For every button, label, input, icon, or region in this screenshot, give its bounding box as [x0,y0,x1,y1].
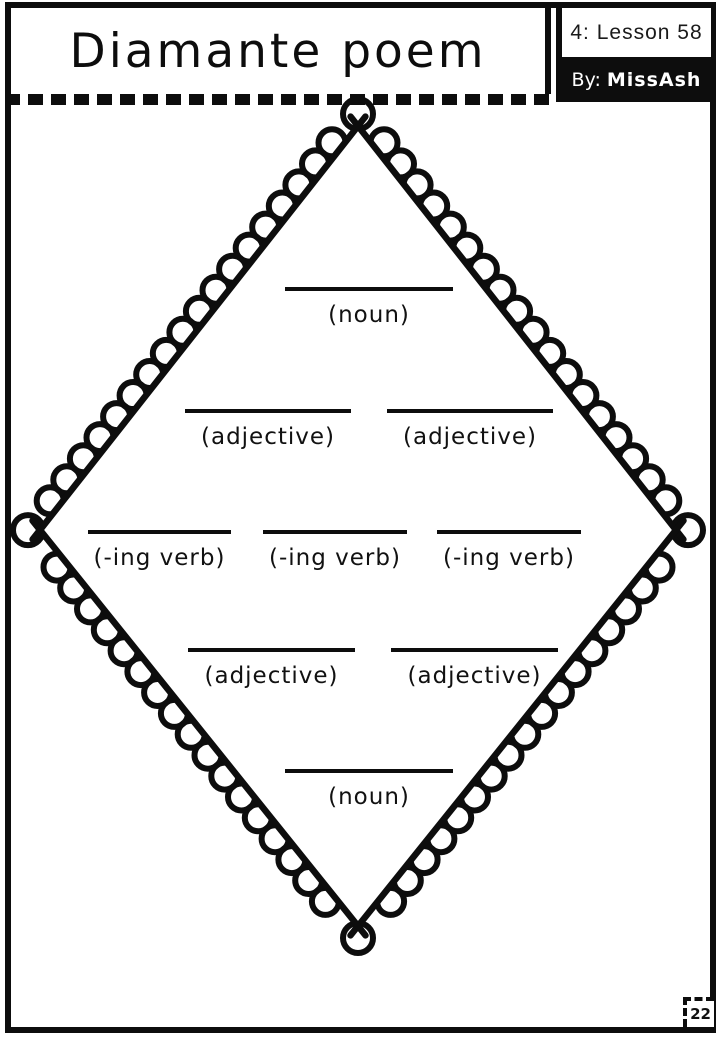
blank-line[interactable] [437,530,581,534]
author-name: MissAsh [606,68,702,91]
blank-line[interactable] [88,530,231,534]
blank-field-ing-verb-1: (-ing verb) [88,530,231,571]
blank-line[interactable] [285,287,453,291]
field-label: (adjective) [407,663,542,689]
lesson-badge: 4: Lesson 58 [562,8,711,57]
field-label: (adjective) [403,424,537,450]
page-number: 22 [690,1005,711,1023]
byline: By: MissAsh [562,57,711,102]
blank-field-noun-bottom: (noun) [285,769,453,810]
page-title: Diamante poem [69,23,487,79]
page-number-box: 22 [683,997,714,1027]
blank-field-noun-top: (noun) [285,287,453,328]
field-label: (-ing verb) [269,545,401,571]
field-label: (adjective) [201,424,335,450]
blank-field-adjective-1: (adjective) [185,409,351,450]
blank-field-adjective-2: (adjective) [387,409,553,450]
field-label: (-ing verb) [443,545,575,571]
blank-field-ing-verb-2: (-ing verb) [263,530,407,571]
blank-field-ing-verb-3: (-ing verb) [437,530,581,571]
dashed-separator-line [5,94,551,105]
title-box: Diamante poem [5,2,551,94]
lesson-byline-box: 4: Lesson 58 By: MissAsh [556,2,716,102]
blank-line[interactable] [188,648,355,652]
blank-line[interactable] [263,530,407,534]
by-label: By: [571,68,601,91]
blank-line[interactable] [391,648,558,652]
blank-line[interactable] [185,409,351,413]
blank-line[interactable] [387,409,553,413]
blank-field-adjective-4: (adjective) [391,648,558,689]
field-label: (adjective) [204,663,339,689]
lesson-label: 4: Lesson 58 [570,20,703,44]
field-label: (noun) [328,302,410,328]
blank-line[interactable] [285,769,453,773]
field-label: (-ing verb) [93,545,226,571]
field-label: (noun) [328,784,410,810]
blank-field-adjective-3: (adjective) [188,648,355,689]
